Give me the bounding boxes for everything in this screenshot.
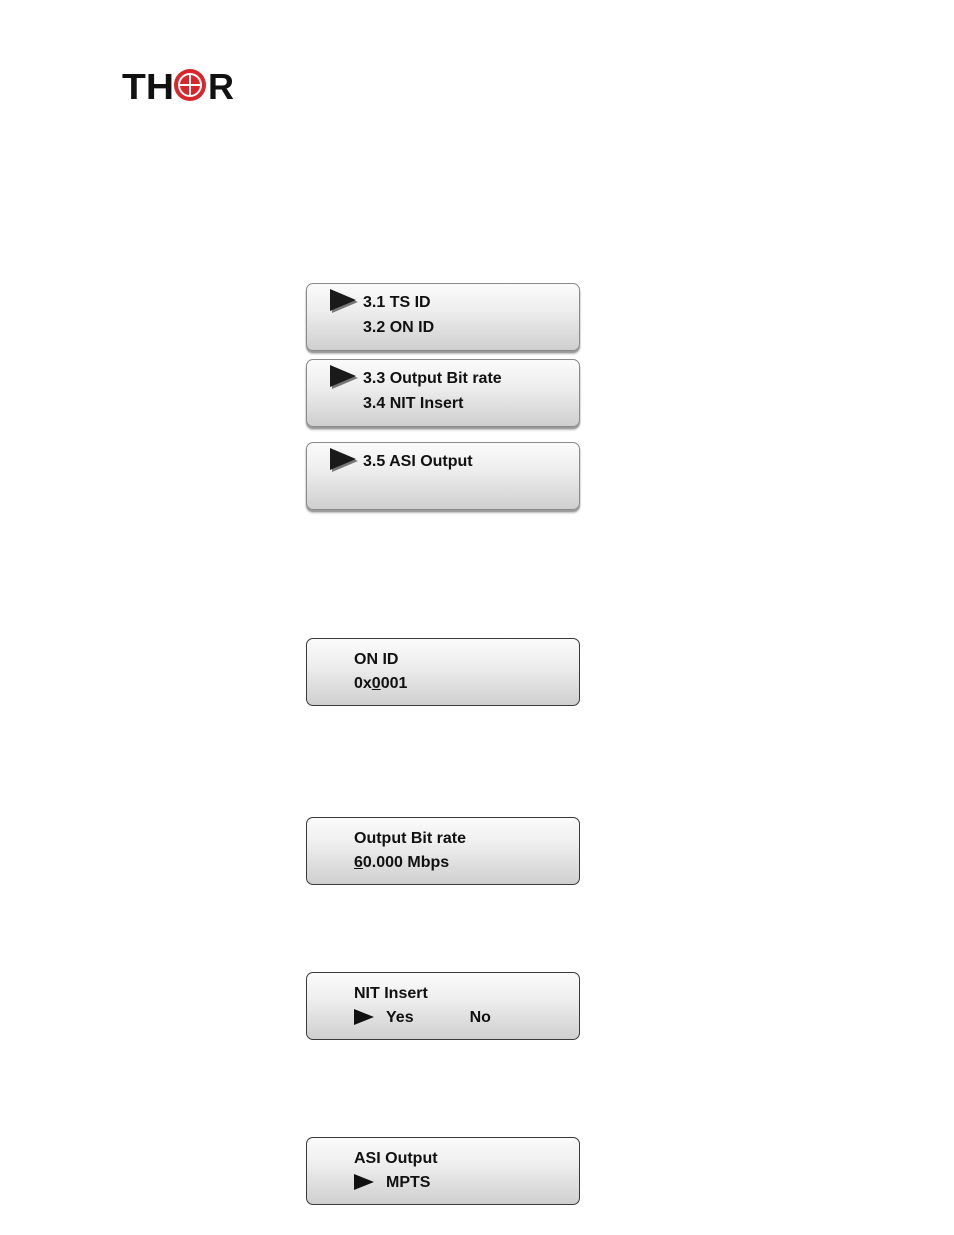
thor-logo: TH R: [122, 66, 234, 104]
lcd-menu-screen-1: 3.1 TS ID 3.2 ON ID: [306, 283, 580, 351]
screen-title: NIT Insert: [354, 985, 428, 1002]
lcd-asi-output-screen: ASI Output MPTS: [306, 1137, 580, 1205]
on-id-value[interactable]: 0x0001: [354, 675, 408, 692]
menu-item-nit-insert[interactable]: 3.4 NIT Insert: [363, 395, 464, 412]
menu-item-asi-output[interactable]: 3.5 ASI Output: [363, 453, 473, 470]
menu-item-output-bit-rate[interactable]: 3.3 Output Bit rate: [363, 370, 502, 387]
pointer-arrow-icon: [330, 365, 358, 389]
svg-text:TH: TH: [122, 66, 174, 104]
option-mpts[interactable]: MPTS: [386, 1174, 431, 1191]
lcd-nit-insert-screen: NIT Insert Yes No: [306, 972, 580, 1040]
lcd-menu-screen-3: 3.5 ASI Output: [306, 442, 580, 510]
lcd-menu-screen-2: 3.3 Output Bit rate 3.4 NIT Insert: [306, 359, 580, 427]
bitrate-value[interactable]: 60.000 Mbps: [354, 854, 450, 871]
selection-arrow-icon: [354, 1009, 374, 1025]
edit-cursor: 6: [354, 854, 363, 871]
screen-title: ON ID: [354, 651, 399, 668]
pointer-arrow-icon: [330, 448, 358, 472]
selection-arrow-icon: [354, 1174, 374, 1190]
option-yes[interactable]: Yes: [386, 1009, 414, 1026]
lcd-bitrate-screen: Output Bit rate 60.000 Mbps: [306, 817, 580, 885]
pointer-arrow-icon: [330, 289, 358, 313]
menu-item-ts-id[interactable]: 3.1 TS ID: [363, 294, 431, 311]
lcd-on-id-screen: ON ID 0x0001: [306, 638, 580, 706]
screen-title: ASI Output: [354, 1150, 438, 1167]
edit-cursor: 0: [371, 675, 381, 692]
menu-item-on-id[interactable]: 3.2 ON ID: [363, 319, 435, 336]
option-no[interactable]: No: [469, 1009, 491, 1026]
asi-options: MPTS: [354, 1173, 430, 1193]
svg-text:R: R: [208, 66, 234, 104]
screen-title: Output Bit rate: [354, 830, 466, 847]
nit-options: Yes No: [354, 1008, 491, 1028]
